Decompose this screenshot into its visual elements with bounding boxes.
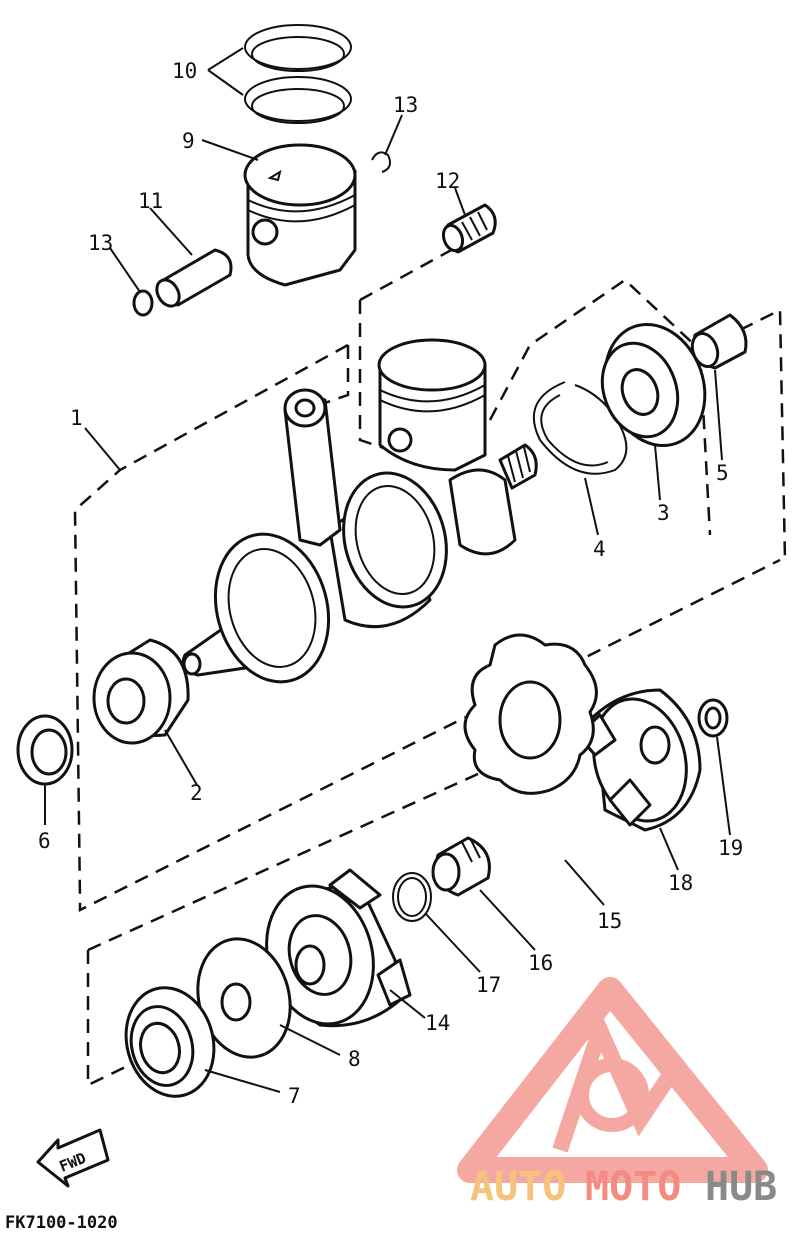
label-part-3: 3 (657, 501, 670, 525)
crank-ring (532, 381, 628, 475)
circlip-right (371, 151, 391, 173)
crankshaft-assembly (181, 338, 538, 684)
label-part-4: 4 (593, 537, 606, 561)
piston-rings (244, 24, 352, 124)
oil-seal-left (16, 714, 74, 786)
forward-arrow-icon: FWD (36, 1128, 110, 1188)
watermark-moto: MOTO (585, 1164, 681, 1210)
bearing-housing (265, 868, 412, 1028)
label-part-13-left: 13 (88, 231, 113, 255)
label-part-10: 10 (172, 59, 197, 83)
main-bearing-right (600, 322, 707, 448)
watermark-auto: AUTO (470, 1164, 566, 1210)
label-part-5: 5 (716, 461, 729, 485)
assembly-group-outline (73, 246, 787, 1087)
bushing (690, 313, 748, 370)
label-part-15: 15 (597, 909, 622, 933)
label-part-6: 6 (38, 829, 51, 853)
circlip-left (132, 289, 154, 317)
label-part-12: 12 (435, 169, 460, 193)
piston-pin (155, 248, 233, 308)
main-bearing-left (92, 638, 190, 745)
label-part-16: 16 (528, 951, 553, 975)
oil-seal-right (124, 986, 216, 1098)
needle-bearing (441, 203, 497, 254)
label-part-18: 18 (668, 871, 693, 895)
label-part-11: 11 (138, 189, 163, 213)
spacer (431, 836, 491, 897)
label-part-14: 14 (425, 1011, 450, 1035)
label-part-7: 7 (288, 1084, 301, 1108)
watermark-text: AUTO MOTO HUB (470, 1164, 777, 1210)
rubber-damper (463, 633, 598, 795)
part-labels: 1 2 3 4 5 6 7 8 9 10 11 12 13 13 14 15 1… (38, 59, 743, 1108)
label-part-2: 2 (190, 781, 203, 805)
label-part-13-right: 13 (393, 93, 418, 117)
label-part-1: 1 (70, 406, 83, 430)
washer (697, 698, 729, 738)
leader-lines (44, 47, 731, 1093)
piston (243, 143, 357, 287)
coupling (576, 688, 702, 832)
label-part-19: 19 (718, 836, 743, 860)
label-part-9: 9 (182, 129, 195, 153)
o-ring (392, 872, 432, 922)
watermark-logo-icon (457, 977, 768, 1183)
label-part-8: 8 (348, 1047, 361, 1071)
watermark-hub: HUB (705, 1164, 777, 1210)
label-part-17: 17 (476, 973, 501, 997)
figure-code: FK7100-1020 (5, 1213, 118, 1233)
